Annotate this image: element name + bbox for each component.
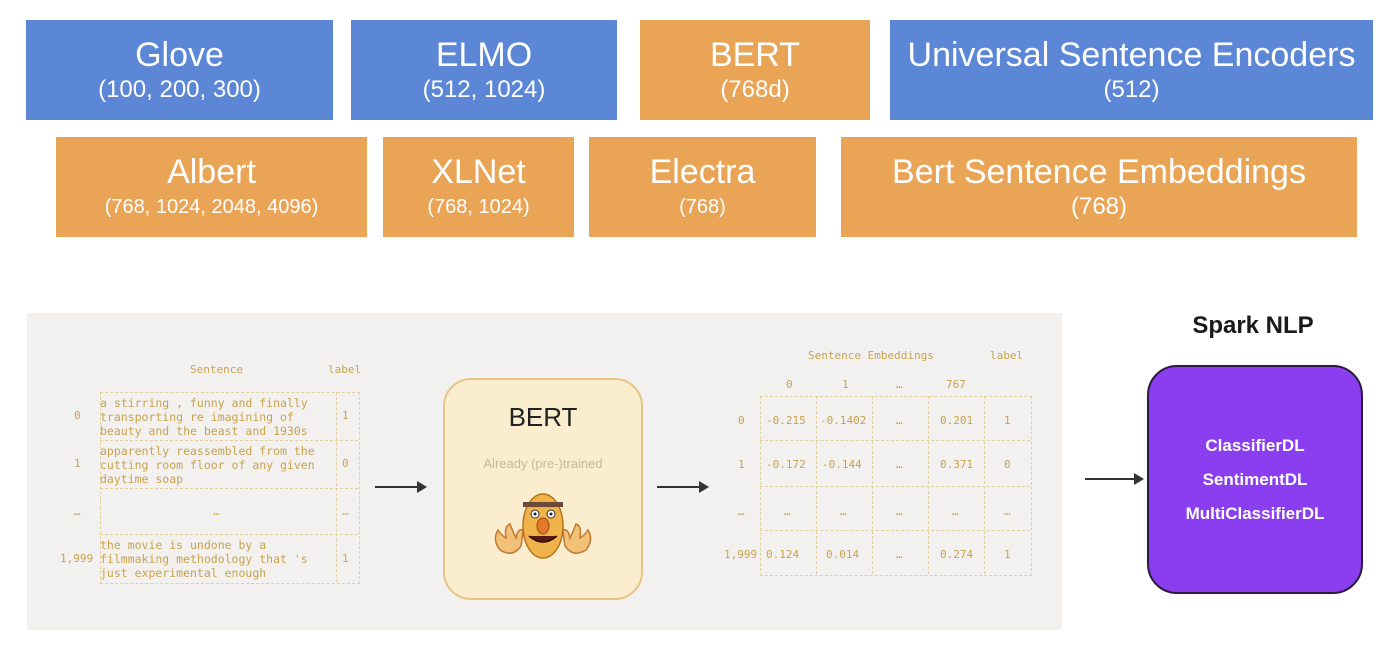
sentence-label-header: label — [328, 363, 362, 376]
sentence-cell: the movie is undone by a filmmaking meth… — [100, 538, 308, 580]
embeddings-row-divider — [760, 440, 1030, 441]
embedding-label: 1 — [1004, 414, 1011, 427]
row-index: 1 — [74, 457, 81, 470]
embedding-row-index: 0 — [738, 414, 745, 427]
embedding-value: … — [952, 505, 959, 518]
embeddings-col-divider — [816, 396, 817, 574]
electra-name: Electra — [649, 153, 756, 191]
row-index: 1,999 — [60, 552, 94, 565]
embedding-column-header: 1 — [842, 378, 849, 391]
bert-model-subtitle: Already (pre-)trained — [483, 456, 603, 471]
embedding-value: -0.215 — [766, 414, 806, 427]
sentence-cell: … — [213, 505, 220, 518]
sentence-cell: apparently reassembled from the cutting … — [100, 444, 315, 486]
use-box: Universal Sentence Encoders (512) — [890, 20, 1373, 120]
embedding-value: 0.371 — [940, 458, 974, 471]
embedding-column-header: 767 — [946, 378, 966, 391]
label-cell: 0 — [342, 457, 349, 470]
label-cell: … — [342, 505, 349, 518]
elmo-name: ELMO — [435, 36, 533, 74]
sentence-row-divider — [100, 534, 358, 535]
sentiment-dl-label: SentimentDL — [1202, 469, 1308, 489]
elmo-box: ELMO (512, 1024) — [351, 20, 617, 120]
sentence-table-divider — [336, 392, 337, 582]
embeddings-col-divider — [928, 396, 929, 574]
embedding-value: … — [840, 505, 847, 518]
embeddings-row-divider — [760, 530, 1030, 531]
albert-box: Albert (768, 1024, 2048, 4096) — [56, 137, 367, 237]
embedding-value: 0.014 — [826, 548, 860, 561]
arrow-to-spark — [1085, 473, 1144, 485]
row-index: 0 — [74, 409, 81, 422]
sentence-header: Sentence — [190, 363, 243, 376]
albert-name: Albert — [167, 153, 256, 191]
glove-box: Glove (100, 200, 300) — [26, 20, 333, 120]
bert-name: BERT — [709, 36, 801, 74]
embedding-value: … — [784, 505, 791, 518]
bert-sentence-dims: (768) — [1070, 193, 1128, 220]
embeddings-header: Sentence Embeddings — [808, 349, 934, 362]
xlnet-box: XLNet (768, 1024) — [383, 137, 574, 237]
embedding-value: 0.201 — [940, 414, 974, 427]
glove-name: Glove — [135, 36, 224, 74]
embeddings-label-header: label — [990, 349, 1024, 362]
sentence-row-divider — [100, 440, 358, 441]
xlnet-name: XLNet — [431, 153, 526, 191]
electra-box: Electra (768) — [589, 137, 816, 237]
embedding-value: … — [896, 505, 903, 518]
bert-model-title: BERT — [508, 402, 578, 432]
bert-dims: (768d) — [720, 76, 790, 103]
spark-nlp-box: ClassifierDL SentimentDL MultiClassifier… — [1147, 365, 1363, 594]
embedding-row-index: 1 — [738, 458, 745, 471]
elmo-dims: (512, 1024) — [422, 76, 546, 103]
row-index: … — [74, 505, 81, 518]
embedding-column-header: 0 — [786, 378, 793, 391]
embedding-label: 1 — [1004, 548, 1011, 561]
embeddings-col-divider — [984, 396, 985, 574]
multi-classifier-dl-label: MultiClassifierDL — [1185, 503, 1325, 523]
sentence-cell: a stirring , funny and finally transport… — [100, 396, 308, 438]
bert-model-card: BERT Already (pre-)trained — [443, 378, 643, 600]
use-name: Universal Sentence Encoders — [907, 36, 1356, 74]
embeddings-col-divider — [872, 396, 873, 574]
label-cell: 1 — [342, 409, 349, 422]
embedding-value: -0.172 — [766, 458, 806, 471]
electra-dims: (768) — [679, 196, 726, 218]
embedding-row-index: 1,999 — [724, 548, 758, 561]
use-dims: (512) — [1103, 76, 1160, 103]
bert-box: BERT (768d) — [640, 20, 870, 120]
glove-dims: (100, 200, 300) — [98, 76, 261, 103]
embeddings-row-divider — [760, 486, 1030, 487]
embedding-value: … — [896, 458, 903, 471]
classifier-dl-label: ClassifierDL — [1205, 435, 1305, 455]
embedding-value: 0.124 — [766, 548, 800, 561]
spark-nlp-title: Spark NLP — [1192, 312, 1314, 339]
arrow-to-bert — [375, 481, 427, 493]
sentence-row-divider — [100, 488, 358, 489]
embedding-column-header: … — [896, 378, 903, 391]
embedding-value: -0.144 — [822, 458, 862, 471]
albert-dims: (768, 1024, 2048, 4096) — [104, 196, 319, 218]
embedding-value: … — [896, 548, 903, 561]
bert-sentence-box: Bert Sentence Embeddings (768) — [841, 137, 1357, 237]
embedding-value: 0.274 — [940, 548, 974, 561]
arrow-to-embeddings — [657, 481, 709, 493]
xlnet-dims: (768, 1024) — [427, 196, 530, 218]
bert-muppet-icon — [494, 493, 592, 559]
embedding-label: 0 — [1004, 458, 1011, 471]
embedding-label: … — [1004, 505, 1011, 518]
bert-sentence-name: Bert Sentence Embeddings — [892, 153, 1306, 191]
embedding-row-index: … — [738, 505, 745, 518]
embedding-value: -0.1402 — [820, 414, 867, 427]
label-cell: 1 — [342, 552, 349, 565]
embedding-value: … — [896, 414, 903, 427]
